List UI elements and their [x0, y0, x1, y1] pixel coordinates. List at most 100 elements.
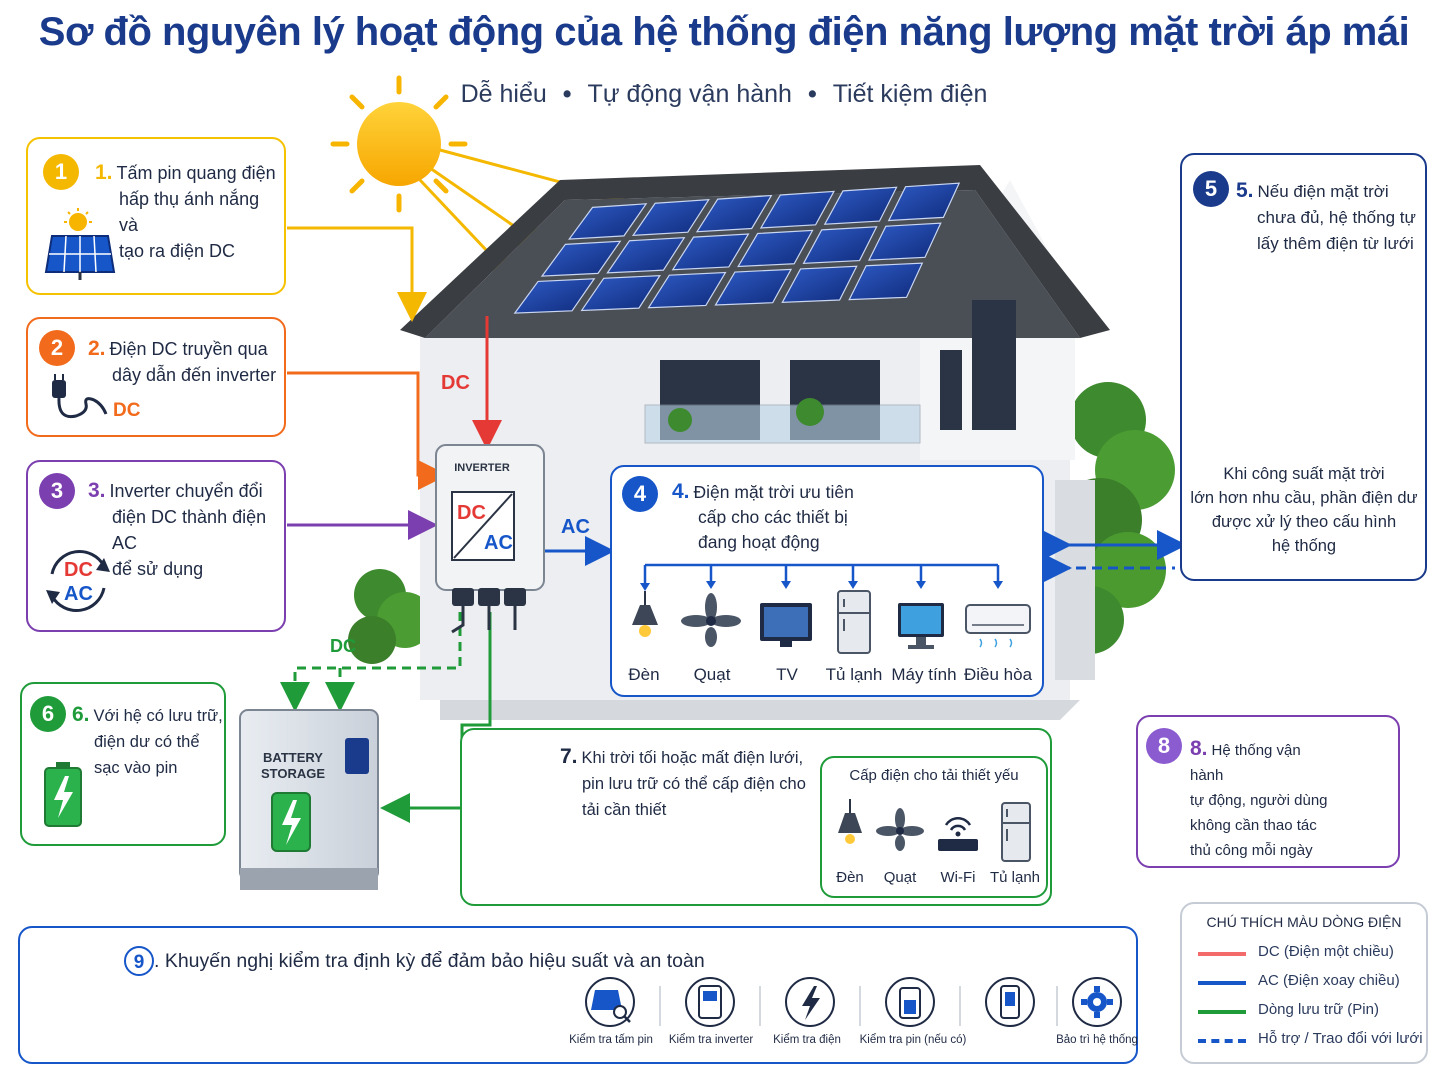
- legend-dc-swatch: [1198, 952, 1246, 956]
- battery-label: BATTERY STORAGE: [258, 750, 328, 782]
- step-head: 4.: [672, 480, 690, 503]
- subtitle-separator: •: [807, 80, 817, 108]
- step-8-card: [1136, 715, 1400, 868]
- subtitle-separator: •: [562, 80, 572, 108]
- step-4-badge: 4: [622, 476, 658, 512]
- step-line: pin lưu trữ có thể cấp điện cho: [582, 775, 806, 793]
- inverter-icon: [435, 444, 545, 634]
- solar-panel-cell: [823, 186, 898, 225]
- step-9-text: . Khuyến nghị kiểm tra định kỳ để đảm bả…: [154, 950, 705, 972]
- tv-icon: [760, 603, 812, 647]
- step-2-dc-tag: DC: [113, 400, 141, 421]
- essential-label: Tủ lạnh: [989, 869, 1041, 886]
- note-line: lớn hơn nhu cầu, phần điện dư: [1190, 489, 1418, 507]
- essential-label: Đèn: [836, 869, 864, 886]
- battery-feed-line: [380, 612, 492, 823]
- solar-panel-cell: [695, 194, 773, 233]
- ac-wire-label: AC: [561, 516, 590, 538]
- check-phone-icon: [1000, 985, 1020, 1019]
- legend-grid-swatch: [1198, 1039, 1246, 1043]
- step-1-badge: 1: [43, 154, 79, 190]
- solar-panel-cell: [540, 240, 622, 277]
- step-line: sạc vào pin: [94, 759, 178, 777]
- solar-panel-cell: [671, 233, 750, 271]
- step-line: hấp thụ ánh nắng và: [119, 189, 260, 235]
- step-line: 5.Nếu điện mặt trời: [1236, 178, 1426, 205]
- step-head: 6.: [72, 703, 90, 726]
- step-line: không cần thao tác: [1190, 817, 1317, 834]
- fan-icon: [876, 808, 924, 851]
- step-7-text: 7.Khi trời tối hoặc mất điện lưới, pin l…: [560, 744, 810, 823]
- step-line: điện dư có thể: [94, 733, 200, 751]
- step-line: 4.Điện mặt trời ưu tiên: [672, 479, 1032, 505]
- battery-label-line: STORAGE: [260, 766, 326, 781]
- step-line-text: Điện DC truyền qua: [109, 339, 268, 359]
- wifi-router-icon: [938, 816, 978, 851]
- solar-panel-cell: [513, 278, 596, 314]
- appliance-label: Đèn: [628, 665, 660, 684]
- solar-panel-cell: [848, 262, 924, 301]
- battery-storage-icon: [239, 709, 379, 890]
- lamp-icon: [632, 591, 658, 637]
- house: [348, 165, 1175, 720]
- solar-panel-array: [513, 182, 961, 314]
- step-3-dc-tag: DC: [64, 559, 93, 581]
- fridge-icon: [837, 590, 871, 654]
- note-line: được xử lý theo cấu hình: [1211, 513, 1397, 531]
- step-line: thủ công mỗi ngày: [1190, 842, 1313, 859]
- step-line-text: Khi trời tối hoặc mất điện lưới,: [581, 749, 804, 767]
- step-line: tạo ra điện DC: [119, 241, 236, 261]
- step-head: 2.: [88, 337, 106, 360]
- solar-panel-cell: [631, 199, 710, 237]
- step-line: 6.Với hệ có lưu trữ,: [72, 702, 224, 729]
- step-line: 2.Điện DC truyền qua: [88, 336, 283, 362]
- legend-dc-label: DC (Điện một chiều): [1258, 943, 1394, 960]
- subtitle-item: Tiết kiệm điện: [832, 80, 988, 108]
- step-8-text: 8.Hệ thống vận hành tự động, người dùng …: [1190, 736, 1330, 863]
- page-subtitle: Dễ hiểu•Tự động vận hành•Tiết kiệm điện: [0, 80, 1448, 109]
- step-1-text: 1.Tấm pin quang điện hấp thụ ánh nắng và…: [95, 160, 280, 264]
- step-6-text: 6.Với hệ có lưu trữ, điện dư có thể sạc …: [72, 702, 224, 781]
- step-2-badge: 2: [39, 330, 75, 366]
- lamp-icon: [838, 799, 862, 844]
- appliance-label: Quạt: [693, 665, 731, 684]
- step-3-badge: 3: [39, 473, 75, 509]
- solar-panel-cell: [647, 271, 727, 309]
- solar-panel-cell: [567, 203, 648, 240]
- note-line: Khi công suất mặt trời: [1223, 465, 1385, 483]
- step-head: 5.: [1236, 179, 1254, 202]
- subtitle-item: Tự động vận hành: [587, 80, 792, 108]
- step-5-text: 5.Nếu điện mặt trời chưa đủ, hệ thống tự…: [1236, 178, 1426, 257]
- note-line: hệ thống: [1271, 537, 1337, 555]
- legend-battery-swatch: [1198, 1010, 1246, 1014]
- air-conditioner-icon: [965, 604, 1031, 648]
- step-line-text: Hệ thống vận hành: [1190, 742, 1301, 784]
- inverter-ac-label: AC: [484, 532, 513, 554]
- step-line: tự động, người dùng: [1190, 792, 1328, 809]
- step-head: 8.: [1190, 737, 1208, 760]
- dc-wire-label: DC: [441, 372, 470, 394]
- check-electric-icon: [802, 986, 820, 1020]
- step-8-badge: 8: [1146, 728, 1182, 764]
- essential-loads-title: Cấp điện cho tải thiết yếu: [849, 767, 1019, 784]
- step-3-ac-tag: AC: [64, 583, 93, 605]
- step-line: điện DC thành điện AC: [112, 507, 267, 553]
- essential-label: Wi-Fi: [940, 869, 976, 886]
- legend-ac-label: AC (Điện xoay chiều): [1258, 972, 1400, 989]
- fan-icon: [681, 593, 741, 647]
- step-6-badge: 6: [30, 696, 66, 732]
- maintenance-label: Kiểm tra inverter: [668, 1034, 754, 1046]
- step-line: 3.Inverter chuyển đổi: [88, 478, 283, 504]
- appliance-label: TV: [776, 665, 798, 684]
- convert-cycle-icon: [46, 549, 110, 613]
- step-line: 8.Hệ thống vận hành: [1190, 736, 1330, 788]
- appliance-distribution: [632, 563, 1031, 654]
- appliance-label: Tủ lạnh: [825, 665, 883, 684]
- appliance-label: Điều hòa: [963, 665, 1033, 684]
- connector-step2: [287, 371, 448, 490]
- plug-cable-icon: [52, 374, 108, 419]
- step-head: 3.: [88, 479, 106, 502]
- solar-panel-cell: [781, 265, 858, 303]
- maintenance-gear-icon: [1081, 986, 1113, 1018]
- appliance-label: Máy tính: [891, 665, 957, 684]
